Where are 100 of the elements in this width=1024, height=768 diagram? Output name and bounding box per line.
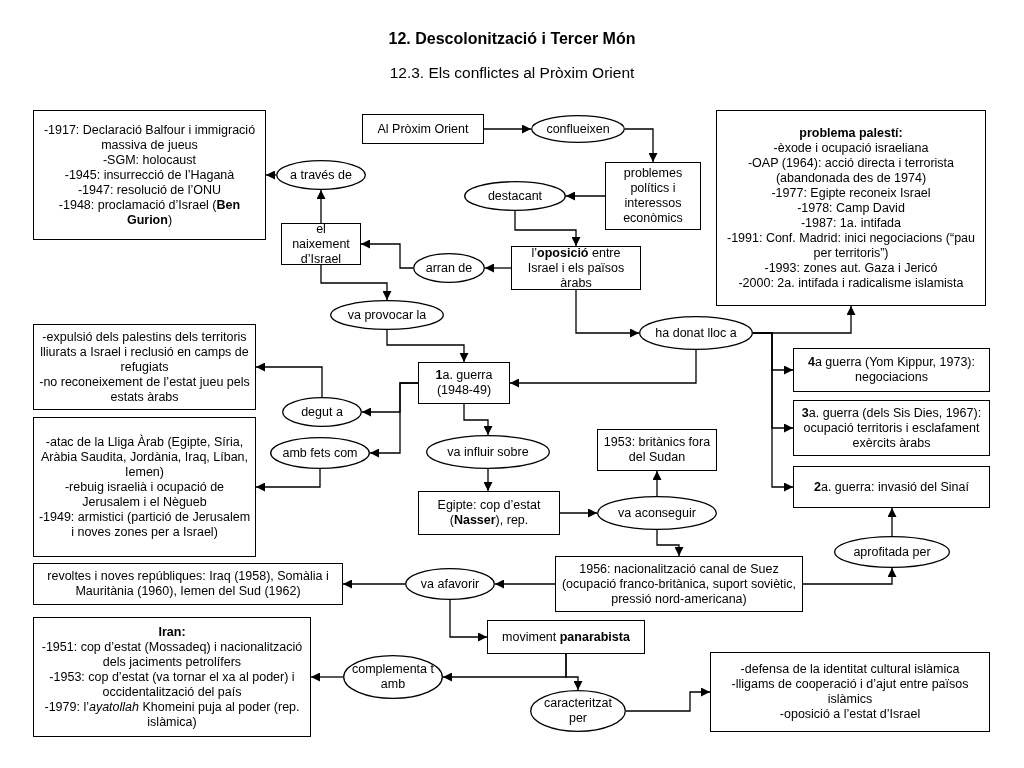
node-text: -no reconeixement de l’estat jueu pels estats àrabs (38, 374, 251, 405)
node-text: -1978: Camp David (797, 200, 905, 216)
node-text: -1949: armistici (partició de Jerusalem i noves zones per a Israel) (38, 509, 251, 540)
arrow (652, 470, 662, 497)
node-text: aprofitada per (853, 544, 931, 560)
concept-box (793, 400, 990, 456)
concept-box (597, 429, 717, 471)
arrow (316, 189, 326, 224)
node-text: -1917: Declaració Balfour i immigració massiva de jueus (42, 122, 257, 153)
linking-phrase-ellipse (276, 160, 366, 190)
node-text: -defensa de la identitat cultural islàmica (740, 662, 960, 677)
linking-phrase-ellipse (597, 496, 717, 530)
arrow (887, 507, 897, 537)
linking-phrase-ellipse (426, 435, 550, 469)
node-text: -1987: 1a. intifada (800, 215, 902, 231)
node-text: -èxode i ocupació israeliana (773, 140, 929, 156)
node-text: va influir sobre (447, 444, 529, 460)
linking-phrase-ellipse (530, 690, 626, 732)
node-text: l’oposició entre Israel i els països àrabs (526, 245, 626, 291)
linking-phrase-ellipse (343, 655, 443, 699)
node-text: -1948: proclamació d’Israel (Ben Gurion) (57, 197, 242, 228)
arrow (483, 124, 532, 134)
node-text: conflueixen (546, 121, 610, 137)
arrow (656, 529, 684, 557)
concept-box (33, 617, 311, 737)
node-text: va afavorir (420, 576, 480, 592)
diagram-title: 12. Descolonització i Tercer Món (387, 30, 637, 48)
arrow (360, 239, 414, 269)
node-text: -1977: Egipte reconeix Israel (771, 185, 931, 201)
linking-phrase-ellipse (413, 253, 485, 283)
arrow (255, 362, 323, 398)
linking-phrase-ellipse (464, 181, 566, 211)
node-text: Al Pròxim Orient (377, 121, 469, 137)
box-heading: problema palestí: (799, 125, 903, 141)
arrow (320, 264, 392, 301)
node-text: -lligams de cooperació i d’ajut entre països islàmics (730, 677, 970, 707)
linking-phrase-ellipse (639, 316, 753, 350)
node-text: caracteritzat per (542, 696, 614, 726)
node-text: problemes polítics i interessos econòmics (622, 166, 684, 226)
concept-box (33, 563, 343, 605)
node-text: va aconseguir (618, 505, 696, 521)
arrow (565, 191, 606, 201)
node-text: -oposició a l’estat d’Israel (779, 707, 921, 722)
node-text: ha donat lloc a (655, 325, 737, 341)
node-text: 2a. guerra: invasió del Sinaí (814, 479, 969, 495)
node-text: moviment panarabista (502, 629, 630, 645)
concept-box (33, 110, 266, 240)
arrow (624, 128, 658, 163)
node-text: 1a. guerra (1948-49) (434, 368, 494, 398)
arrow (255, 468, 321, 492)
arrow (494, 579, 556, 589)
diagram-subtitle: 12.3. Els conflictes al Pròxim Orient (388, 64, 636, 82)
concept-box (33, 417, 256, 557)
concept-box (418, 362, 510, 404)
concept-box (605, 162, 701, 230)
concept-box (793, 348, 990, 392)
node-text: arran de (425, 260, 473, 276)
linking-phrase-ellipse (330, 300, 444, 330)
box-heading: Iran: (158, 624, 186, 640)
node-text: -atac de la Lliga Àrab (Egipte, Síria, Aràbia Saudita, Jordània, Iraq, Líban, Iemen) (39, 434, 250, 480)
node-text: -rebuig israelià i ocupació de Jerusalem i el Nègueb (63, 479, 226, 510)
arrow (386, 329, 469, 363)
arrow (342, 579, 406, 589)
concept-box (716, 110, 986, 306)
arrow (310, 672, 344, 682)
node-text: a través de (290, 167, 352, 183)
node-text: amb fets com (282, 445, 358, 461)
concept-box (281, 223, 361, 265)
node-text: -1947: resolució de l’ONU (77, 182, 222, 198)
node-text: -2000: 2a. intifada i radicalisme islamista (738, 275, 964, 291)
node-text: el naixement d’Israel (291, 221, 351, 267)
arrow (484, 263, 512, 273)
node-text: -1991: Conf. Madrid: inici negociacions (“pau per territoris”) (725, 230, 976, 261)
node-text: 3a. guerra (dels Sis Dies, 1967): ocupació territoris i esclafament exèrcits àrabs (800, 405, 983, 451)
arrow (802, 567, 897, 585)
node-text: -1951: cop d’estat (Mossadeq) i nacionalització dels jaciments petrolífers (40, 639, 304, 670)
node-text: va provocar la (347, 307, 427, 323)
concept-box (511, 246, 641, 290)
concept-box (793, 466, 990, 508)
node-text: destacant (487, 188, 543, 204)
concept-box (710, 652, 990, 732)
linking-phrase-ellipse (270, 437, 370, 469)
node-text: -SGM: holocaust (102, 152, 197, 168)
linking-phrase-ellipse (834, 536, 950, 568)
arrow (752, 332, 794, 492)
arrow (449, 599, 488, 642)
node-text: -OAP (1964): acció directa i terrorista (abandonada des de 1974) (746, 155, 956, 186)
arrow (463, 403, 493, 436)
linking-phrase-ellipse (531, 115, 625, 143)
node-text: -1979: l’ayatollah Khomeini puja al poder (rep. islàmica) (43, 699, 301, 730)
linking-phrase-ellipse (282, 397, 362, 427)
linking-phrase-ellipse (405, 568, 495, 600)
arrow (575, 289, 640, 338)
node-text: -expulsió dels palestins dels territoris lliurats a Israel i reclusió en camps de refugiats (39, 329, 250, 375)
node-text: degut a (301, 404, 343, 420)
arrow (265, 170, 277, 180)
node-text: revoltes i noves repúbliques: Iraq (1958), Somàlia i Mauritània (1960), Iemen del Sud (1962) (46, 569, 330, 599)
concept-box (487, 620, 645, 654)
arrow (625, 687, 711, 712)
arrow (369, 382, 419, 458)
